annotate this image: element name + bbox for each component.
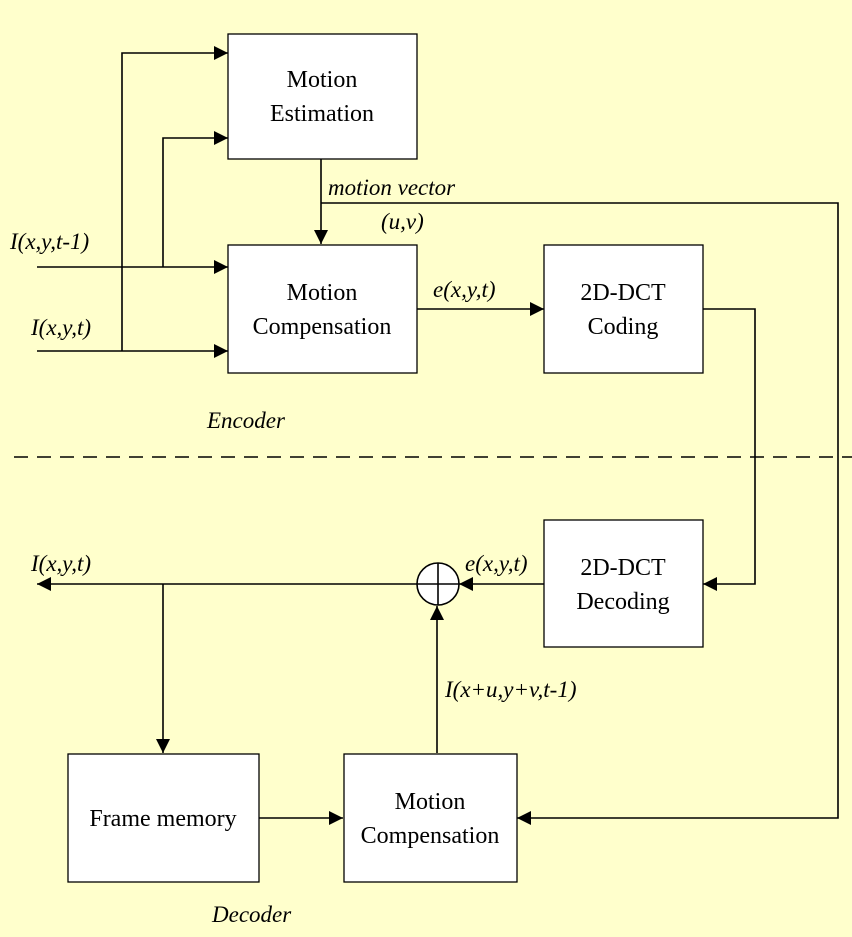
motion-compensation-decoder-block: Motion Compensation (343, 753, 518, 883)
decoder-section-label: Decoder (211, 902, 292, 927)
motion-estimation-block: Motion Estimation (227, 33, 418, 160)
reconstructed-output-label: I(x,y,t) (30, 551, 91, 576)
dct-coding-label-line1: 2D-DCT (580, 280, 666, 306)
dct-coding-block: 2D-DCT Coding (543, 244, 704, 374)
encoder-connectors (37, 46, 839, 825)
encoder-compensation-label-line2: Compensation (253, 314, 392, 340)
encoder-error-label: e(x,y,t) (433, 277, 496, 302)
coding-to-decoding-line (703, 308, 756, 591)
current-frame-input-label: I(x,y,t) (30, 315, 91, 340)
motion-estimation-label-line2: Estimation (270, 101, 374, 127)
dct-decoding-label-line2: Decoding (576, 589, 669, 615)
motion-vector-label: motion vector (328, 175, 456, 200)
predicted-frame-label: I(x+u,y+v,t-1) (444, 677, 577, 702)
frame-memory-block: Frame memory (67, 753, 260, 883)
decoder-connectors (37, 577, 544, 825)
current-to-estimation-line (121, 46, 228, 351)
decoder-compensation-label-line1: Motion (395, 789, 466, 815)
motion-vector-uv-label: (u,v) (381, 209, 424, 234)
prev-to-estimation-line (162, 131, 228, 267)
motion-estimation-label-line1: Motion (287, 67, 358, 93)
adder-symbol (416, 562, 460, 606)
encoder-compensation-label-line1: Motion (287, 280, 358, 306)
motion-compensation-encoder-block: Motion Compensation (227, 244, 418, 374)
decoder-compensation-label-line2: Compensation (361, 823, 500, 849)
frame-memory-label: Frame memory (89, 806, 236, 832)
dct-coding-label-line2: Coding (588, 314, 659, 340)
motion-vector-to-decoder-line (321, 202, 839, 825)
prev-frame-input-label: I(x,y,t-1) (9, 229, 89, 254)
dct-decoding-block: 2D-DCT Decoding (543, 519, 704, 648)
decoder-error-label: e(x,y,t) (465, 551, 528, 576)
encoder-section-label: Encoder (206, 408, 286, 433)
dct-decoding-label-line1: 2D-DCT (580, 555, 666, 581)
